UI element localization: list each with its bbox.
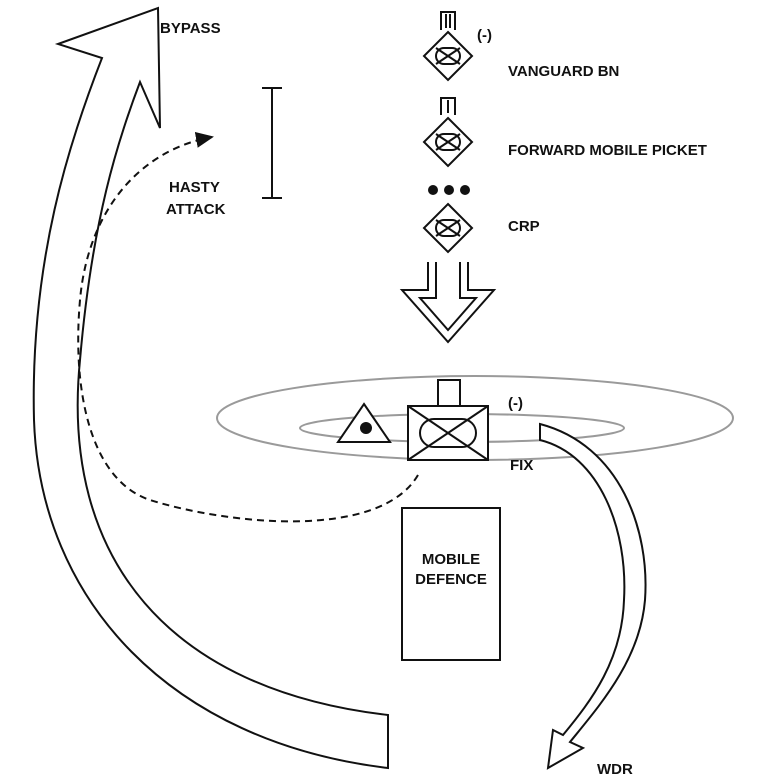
crp-unit-symbol	[422, 202, 474, 254]
mobile-defence-label-line2: DEFENCE	[415, 571, 487, 588]
vanguard-strength-label: (-)	[477, 27, 492, 44]
forward-mobile-picket-label: FORWARD MOBILE PICKET	[508, 142, 707, 159]
hasty-attack-frontage-bar	[262, 87, 282, 199]
hasty-attack-label-line1: HASTY	[169, 179, 220, 196]
bypass-arrow	[32, 6, 389, 770]
mobile-defence-box	[401, 507, 501, 661]
hasty-attack-label-line2: ATTACK	[166, 201, 226, 218]
section-dots	[428, 185, 470, 195]
vanguard-bn-unit-symbol	[422, 11, 474, 82]
bypass-label: BYPASS	[160, 20, 221, 37]
advance-arrow	[399, 262, 497, 344]
forward-mobile-picket-unit-symbol	[422, 97, 474, 168]
wdr-label: WDR	[597, 761, 633, 778]
hasty-attack-arrow	[77, 131, 419, 523]
mobile-defence-label-line1: MOBILE	[422, 551, 480, 568]
withdrawal-arrow	[539, 422, 647, 770]
vanguard-bn-label: VANGUARD BN	[508, 63, 619, 80]
fix-label: FIX	[510, 457, 533, 474]
fix-strength-label: (-)	[508, 395, 523, 412]
enemy-observation-post-symbol	[336, 402, 392, 443]
fix-unit-symbol	[407, 379, 489, 461]
crp-label: CRP	[508, 218, 540, 235]
